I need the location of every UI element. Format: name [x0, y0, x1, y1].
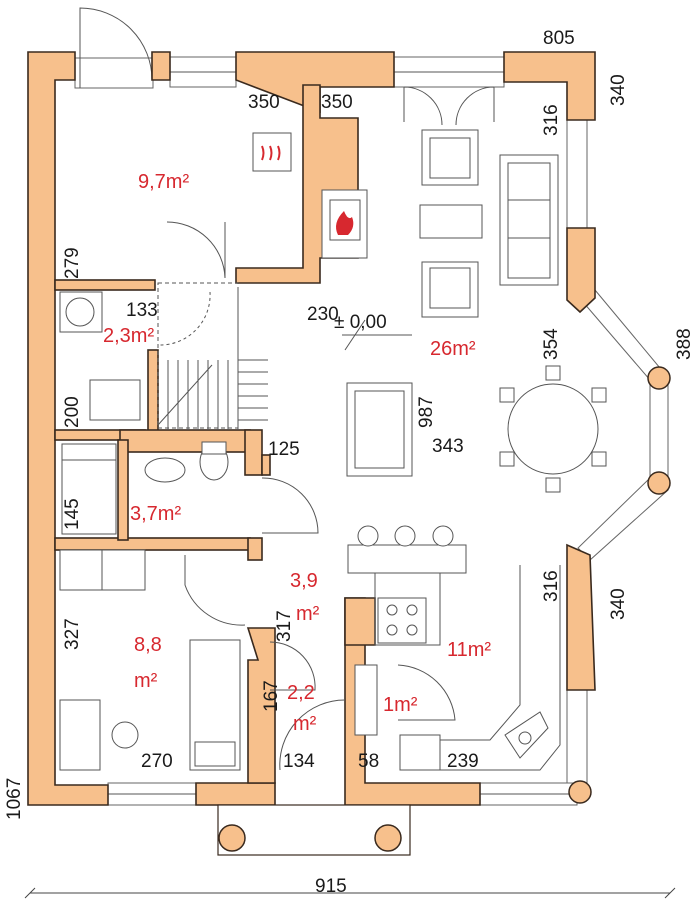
dim-316-upper: 316	[541, 104, 562, 136]
dim-133: 133	[126, 300, 158, 321]
dim-167: 167	[261, 680, 282, 712]
dimension-labels: 805 350 350 230 133 125 343 270 134 58 2…	[4, 28, 695, 897]
columns	[217, 366, 671, 856]
bottom-dimension-line	[24, 887, 676, 899]
area-bedroom-unit: m²	[134, 670, 158, 692]
level-marker: ± 0,00	[334, 312, 412, 351]
furniture	[59, 86, 607, 771]
dim-350-left: 350	[248, 92, 280, 113]
dim-right-upper: 340	[608, 74, 629, 106]
area-hall-value: 3,9	[290, 570, 318, 592]
level-label: ± 0,00	[334, 312, 387, 333]
area-hall-unit: m²	[296, 603, 320, 625]
area-living-room: 26m²	[430, 338, 476, 360]
area-wc: 3,7m²	[130, 503, 181, 525]
area-vestibule-unit: m²	[293, 713, 317, 735]
area-store: 1m²	[383, 694, 418, 716]
dim-317: 317	[274, 610, 295, 642]
dim-239: 239	[447, 751, 479, 772]
dim-bottom-total: 915	[315, 876, 347, 897]
dim-58: 58	[358, 751, 379, 772]
dim-987: 987	[416, 396, 437, 428]
area-bedroom-value: 8,8	[134, 634, 162, 656]
entrance-door-top	[74, 7, 154, 89]
area-pantry: 2,3m²	[103, 325, 154, 347]
dim-145: 145	[62, 498, 83, 530]
room-areas: 9,7m² 2,3m² 3,7m² 3,9 m² 8,8 m² 2,2 m² 1…	[103, 171, 491, 735]
dim-279: 279	[62, 247, 83, 279]
dim-270: 270	[141, 751, 173, 772]
area-boiler-room: 9,7m²	[138, 171, 189, 193]
dim-230: 230	[307, 304, 339, 325]
dim-134: 134	[283, 751, 315, 772]
dim-327: 327	[62, 618, 83, 650]
dim-343: 343	[432, 436, 464, 457]
dim-350-right: 350	[321, 92, 353, 113]
area-kitchen: 11m²	[447, 639, 491, 661]
dim-top-right: 805	[543, 28, 575, 49]
dim-200: 200	[62, 396, 83, 428]
dim-left-total: 1067	[4, 778, 25, 820]
dim-316-lower: 316	[541, 570, 562, 602]
dim-right-lower: 340	[608, 588, 629, 620]
area-vestibule-value: 2,2	[287, 682, 315, 704]
dim-bay-388: 388	[674, 328, 695, 360]
dim-125: 125	[268, 439, 300, 460]
dim-354: 354	[541, 328, 562, 360]
